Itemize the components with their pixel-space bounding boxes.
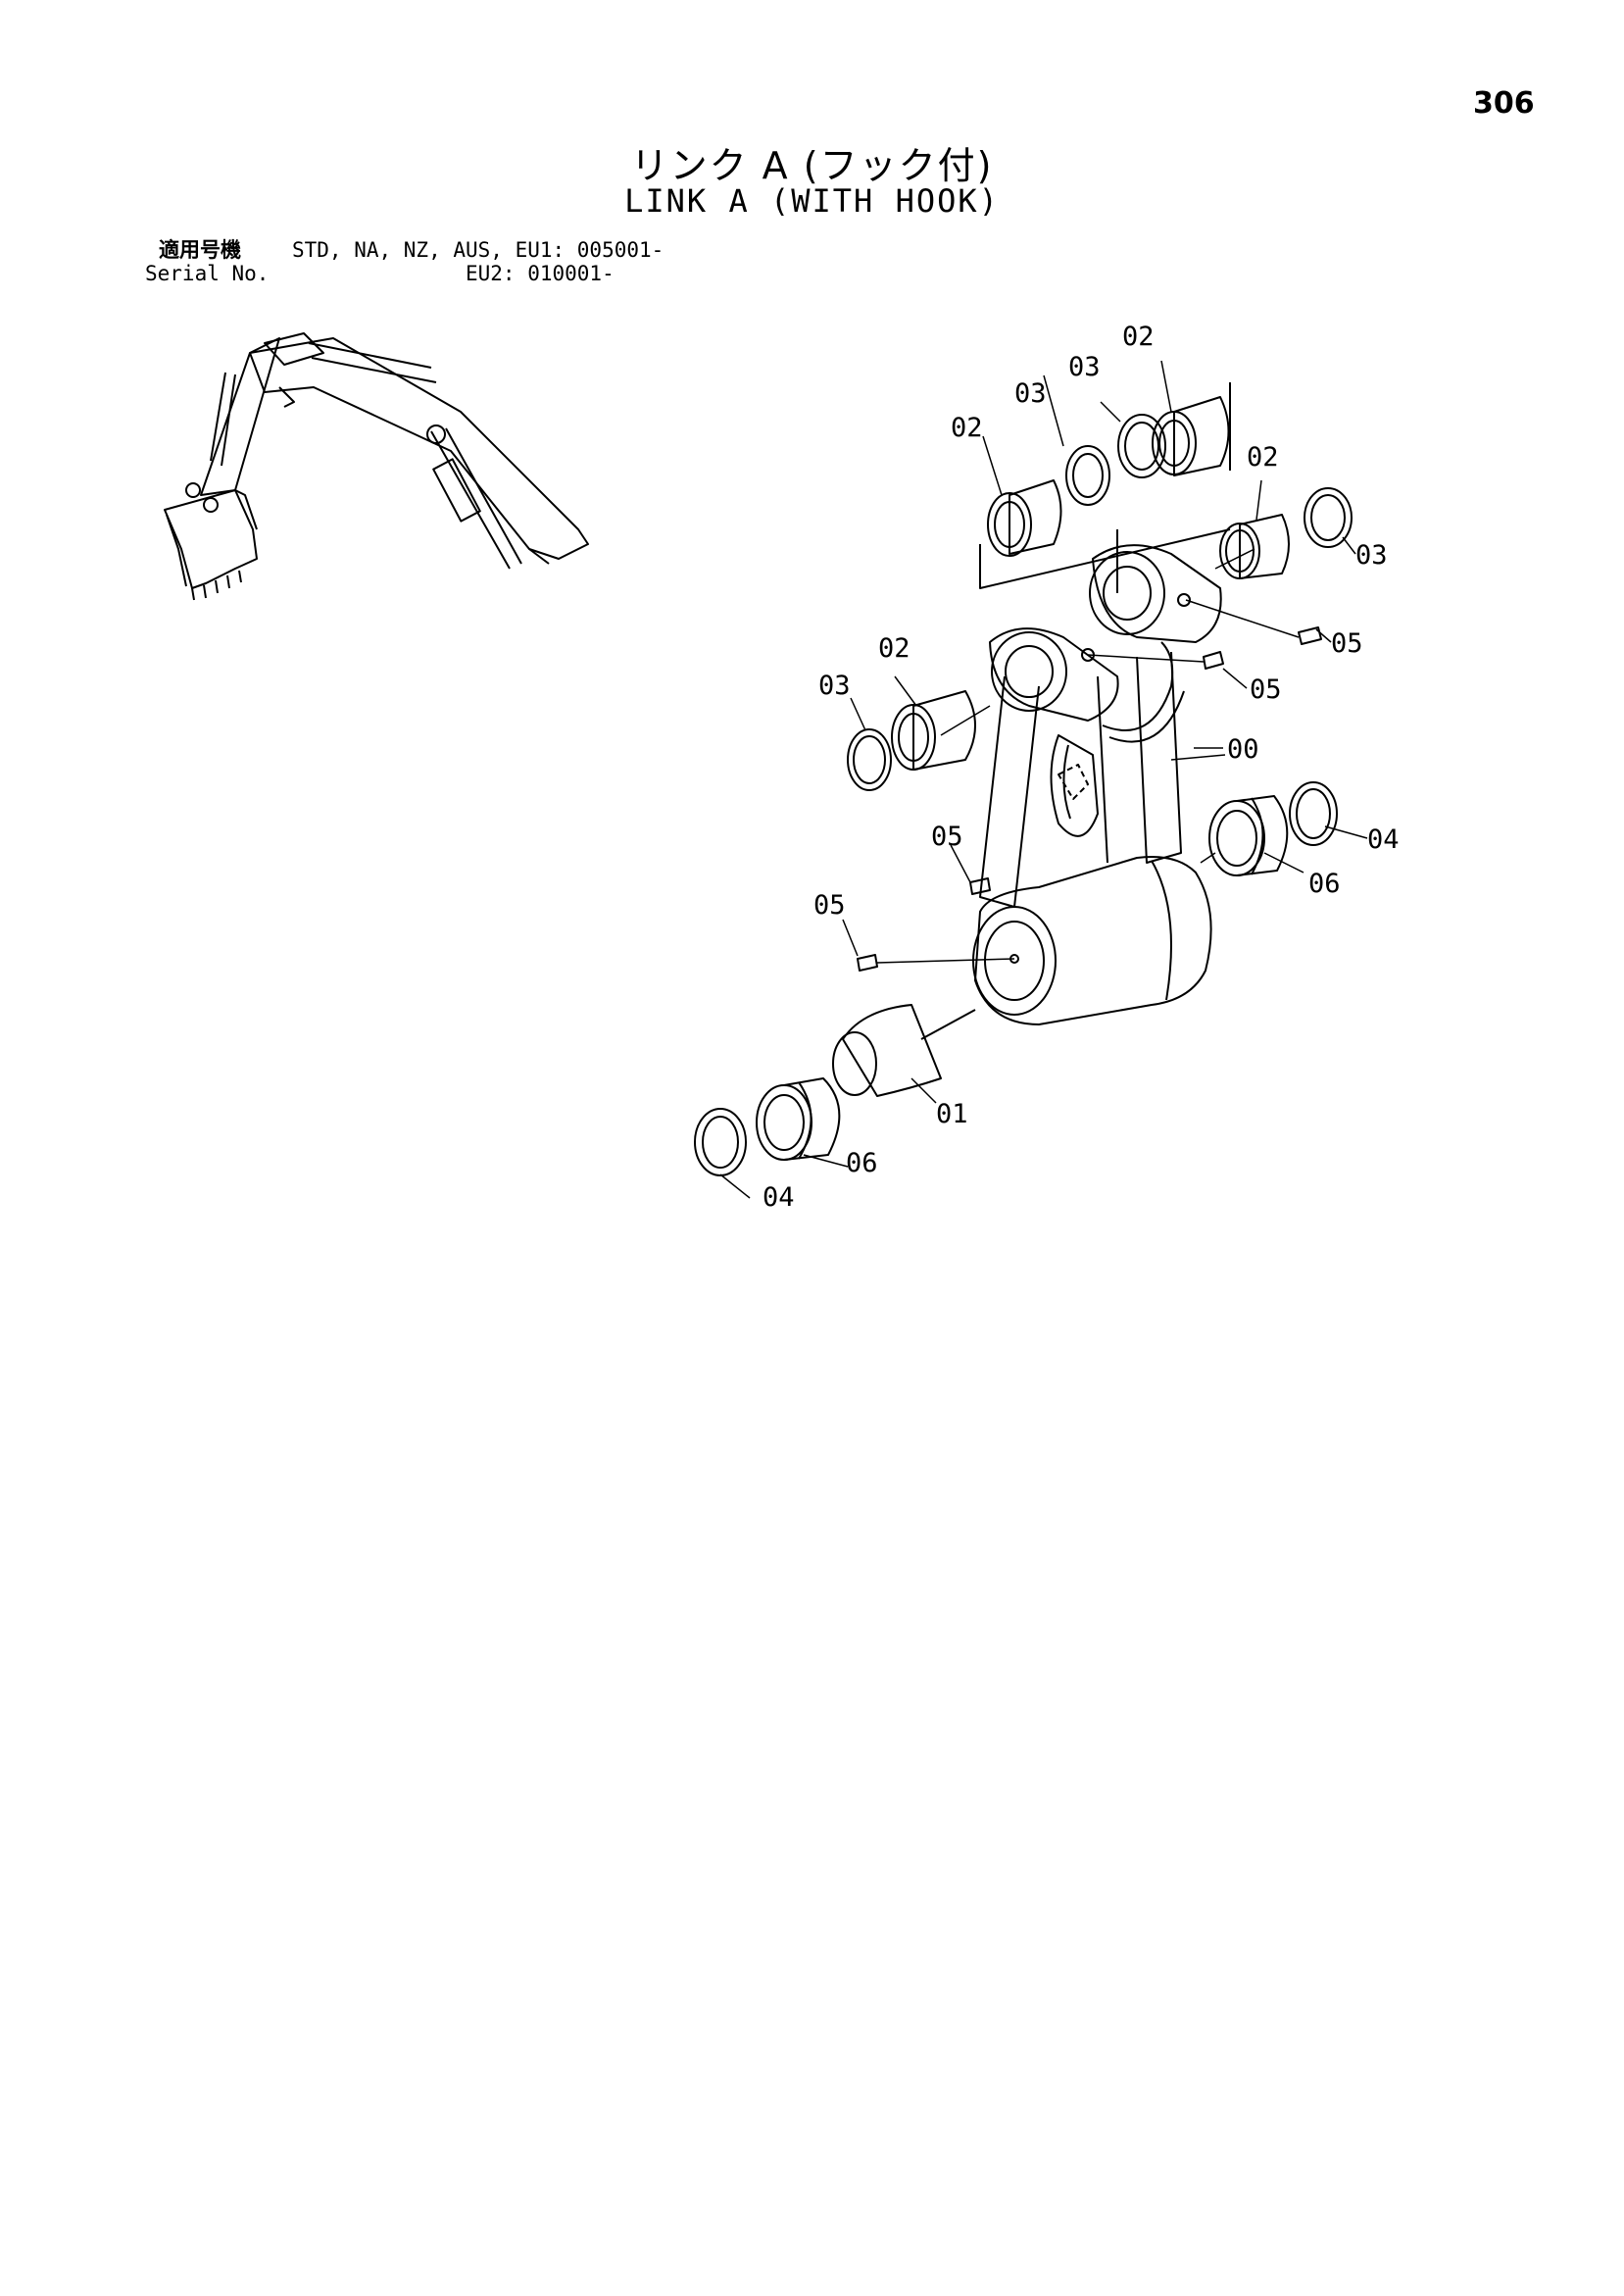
callout-00-link: 00 xyxy=(1227,734,1259,765)
serial-label-english: Serial No. xyxy=(145,262,270,285)
callout-04-right: 04 xyxy=(1367,824,1400,855)
callout-03-top-right: 03 xyxy=(1068,352,1101,382)
link-a-exploded-diagram xyxy=(694,382,1353,1176)
callout-05-middle: 05 xyxy=(1250,674,1282,705)
callout-06-right: 06 xyxy=(1308,869,1341,899)
callout-02-top-left: 02 xyxy=(951,413,983,443)
callout-05-lower-left: 05 xyxy=(931,822,963,852)
serial-label-japanese: 適用号機 xyxy=(159,238,241,262)
callout-02-left: 02 xyxy=(878,633,910,664)
callout-03-right: 03 xyxy=(1355,540,1388,571)
serial-range-line-2: EU2: 010001- xyxy=(466,262,615,285)
page-title-japanese: リンク A (フック付) xyxy=(630,144,994,187)
page-number: 306 xyxy=(1473,86,1535,121)
callout-05-left: 05 xyxy=(813,890,846,921)
callout-02-top: 02 xyxy=(1122,322,1155,352)
callout-02-right: 02 xyxy=(1247,442,1279,473)
serial-range-line-1: STD, NA, NZ, AUS, EU1: 005001- xyxy=(292,238,664,262)
callout-06-lower: 06 xyxy=(846,1148,878,1178)
callout-03-left: 03 xyxy=(818,671,851,701)
callout-01-pin: 01 xyxy=(936,1099,968,1129)
callout-04-lower: 04 xyxy=(763,1182,795,1213)
page-title-english: LINK A (WITH HOOK) xyxy=(624,182,1000,220)
callout-labels: 02 03 03 02 02 03 05 05 02 03 00 04 06 0… xyxy=(763,322,1400,1213)
callout-05-upper-right: 05 xyxy=(1331,628,1363,659)
callout-03-top-left: 03 xyxy=(1014,378,1047,409)
